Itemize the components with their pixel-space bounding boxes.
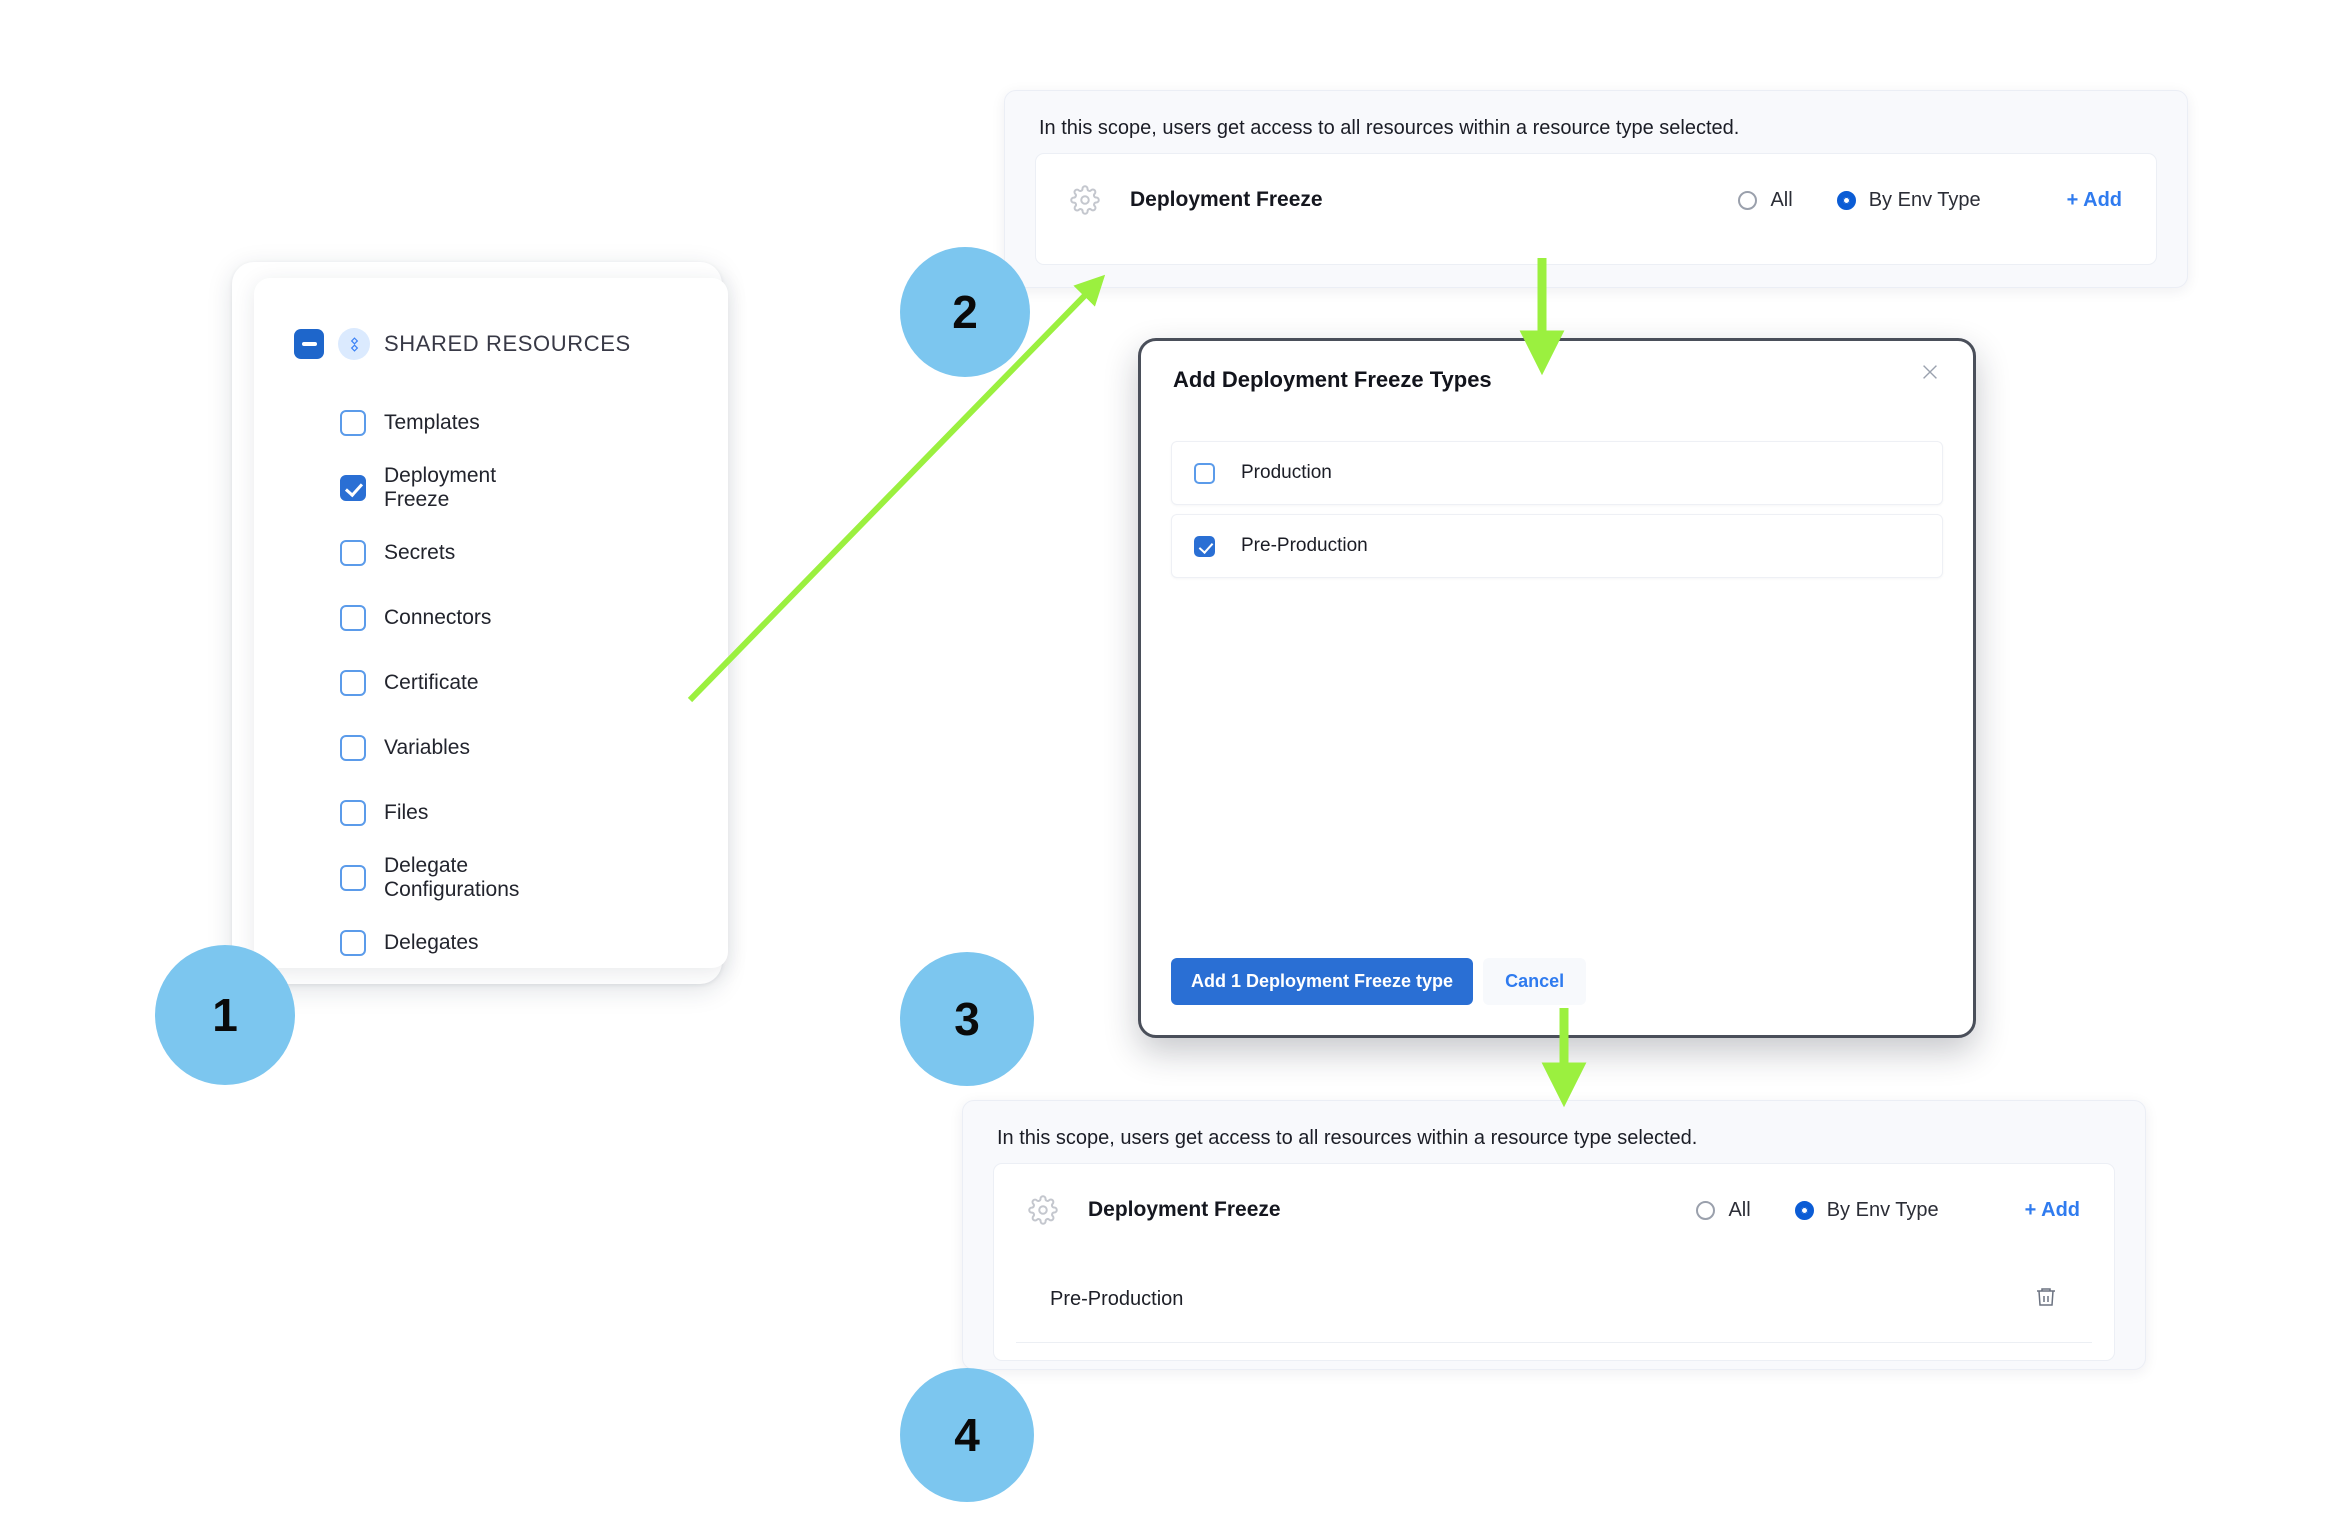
checkbox-pre-production[interactable] bbox=[1194, 535, 1215, 557]
resource-type-name: Deployment Freeze bbox=[1088, 1198, 1281, 1221]
list-item[interactable]: Delegate Configurations bbox=[340, 845, 519, 910]
step-badge-label: 2 bbox=[952, 286, 978, 338]
resource-type-card: Deployment Freeze All By Env Type + Add bbox=[1035, 153, 2157, 265]
radio-by-env-type-label: By Env Type bbox=[1826, 1198, 1939, 1221]
cancel-button[interactable]: Cancel bbox=[1483, 958, 1587, 1005]
shared-resources-title: SHARED RESOURCES bbox=[384, 331, 631, 356]
radio-all-label: All bbox=[1728, 1198, 1751, 1221]
list-item[interactable]: Pre-Production bbox=[1171, 514, 1943, 578]
checkbox-files[interactable] bbox=[340, 799, 366, 826]
resource-type-row: Deployment Freeze All By Env Type + Add bbox=[1036, 154, 2156, 246]
list-item-label: Deployment Freeze bbox=[384, 463, 497, 511]
list-item[interactable]: Deployment Freeze bbox=[340, 455, 519, 520]
radio-by-env-type-icon[interactable] bbox=[1836, 190, 1856, 210]
list-item-label: Variables bbox=[384, 735, 470, 759]
checkbox-deployment-freeze[interactable] bbox=[340, 474, 366, 501]
step-badge-3: 3 bbox=[900, 952, 1034, 1086]
resource-type-card: Deployment Freeze All By Env Type + Add … bbox=[993, 1163, 2115, 1361]
step-badge-2: 2 bbox=[900, 247, 1030, 377]
scope-radio-group: All By Env Type bbox=[1696, 1198, 1939, 1222]
checkbox-secrets[interactable] bbox=[340, 539, 366, 566]
radio-all-label: All bbox=[1770, 188, 1793, 211]
list-item-label: Delegate Configurations bbox=[384, 853, 520, 901]
resource-type-row: Deployment Freeze All By Env Type + Add bbox=[994, 1164, 2114, 1256]
radio-all-icon[interactable] bbox=[1696, 1200, 1716, 1220]
gear-icon bbox=[1070, 185, 1100, 215]
list-item-label: Files bbox=[384, 800, 429, 824]
checkbox-delegates[interactable] bbox=[340, 929, 366, 956]
shared-resources-list: Templates Deployment Freeze Secrets Conn… bbox=[340, 390, 519, 975]
step-badge-1: 1 bbox=[155, 945, 295, 1085]
list-item-label: Production bbox=[1241, 462, 1332, 483]
list-item[interactable]: Variables bbox=[340, 715, 519, 780]
radio-by-env-type-label: By Env Type bbox=[1868, 188, 1981, 211]
gear-icon bbox=[1028, 1195, 1058, 1225]
arrow-1-to-2 bbox=[687, 274, 1106, 703]
resource-type-name: Deployment Freeze bbox=[1130, 188, 1323, 211]
list-item[interactable]: Delegates bbox=[340, 910, 519, 975]
checkbox-templates[interactable] bbox=[340, 409, 366, 436]
selected-env-type-label: Pre-Production bbox=[1050, 1287, 1184, 1310]
resource-group-icon bbox=[338, 328, 370, 360]
step-badge-label: 3 bbox=[954, 993, 980, 1045]
list-item-label: Certificate bbox=[384, 670, 479, 694]
scope-note: In this scope, users get access to all r… bbox=[997, 1127, 1698, 1149]
add-deployment-freeze-types-dialog: Add Deployment Freeze Types Production P… bbox=[1138, 338, 1976, 1038]
radio-all-icon[interactable] bbox=[1738, 190, 1758, 210]
step-badge-label: 4 bbox=[954, 1409, 980, 1461]
add-button[interactable]: + Add bbox=[2066, 188, 2122, 211]
list-item-label: Templates bbox=[384, 410, 480, 434]
trash-icon[interactable] bbox=[2034, 1285, 2058, 1314]
checkbox-variables[interactable] bbox=[340, 734, 366, 761]
panel-front-card bbox=[254, 278, 728, 968]
scope-panel-after: In this scope, users get access to all r… bbox=[962, 1100, 2146, 1370]
radio-option-all[interactable]: All bbox=[1696, 1198, 1751, 1222]
step-badge-label: 1 bbox=[212, 989, 238, 1041]
list-item[interactable]: Secrets bbox=[340, 520, 519, 585]
checkbox-production[interactable] bbox=[1194, 462, 1215, 484]
checkbox-certificate[interactable] bbox=[340, 669, 366, 696]
list-item-label: Connectors bbox=[384, 605, 492, 629]
radio-option-all[interactable]: All bbox=[1738, 188, 1793, 212]
add-types-button[interactable]: Add 1 Deployment Freeze type bbox=[1171, 958, 1474, 1005]
list-item[interactable]: Files bbox=[340, 780, 519, 845]
radio-option-by-env-type[interactable]: By Env Type bbox=[1794, 1198, 1939, 1222]
list-item[interactable]: Certificate bbox=[340, 650, 519, 715]
close-icon[interactable] bbox=[1915, 357, 1945, 387]
list-item[interactable]: Templates bbox=[340, 390, 519, 455]
dialog-option-list: Production Pre-Production bbox=[1171, 441, 1943, 587]
dialog-footer: Add 1 Deployment Freeze type Cancel bbox=[1171, 958, 1587, 1005]
checkbox-delegate-configurations[interactable] bbox=[340, 864, 366, 891]
scope-panel-before: In this scope, users get access to all r… bbox=[1004, 90, 2188, 288]
radio-option-by-env-type[interactable]: By Env Type bbox=[1836, 188, 1981, 212]
scope-note: In this scope, users get access to all r… bbox=[1039, 117, 1740, 139]
dialog-title: Add Deployment Freeze Types bbox=[1173, 367, 1492, 392]
checkbox-connectors[interactable] bbox=[340, 604, 366, 631]
list-item-label: Pre-Production bbox=[1241, 535, 1368, 556]
step-badge-4: 4 bbox=[900, 1368, 1034, 1502]
add-button[interactable]: + Add bbox=[2024, 1198, 2080, 1221]
shared-resources-header[interactable]: SHARED RESOURCES bbox=[294, 328, 631, 360]
minus-icon[interactable] bbox=[294, 329, 324, 359]
list-item-label: Delegates bbox=[384, 930, 479, 954]
list-item-label: Secrets bbox=[384, 540, 456, 564]
list-item[interactable]: Production bbox=[1171, 441, 1943, 505]
scope-radio-group: All By Env Type bbox=[1738, 188, 1981, 212]
selected-env-type-row: Pre-Production bbox=[1016, 1256, 2092, 1343]
list-item[interactable]: Connectors bbox=[340, 585, 519, 650]
shared-resources-panel: SHARED RESOURCES Templates Deployment Fr… bbox=[232, 262, 728, 984]
radio-by-env-type-icon[interactable] bbox=[1794, 1200, 1814, 1220]
